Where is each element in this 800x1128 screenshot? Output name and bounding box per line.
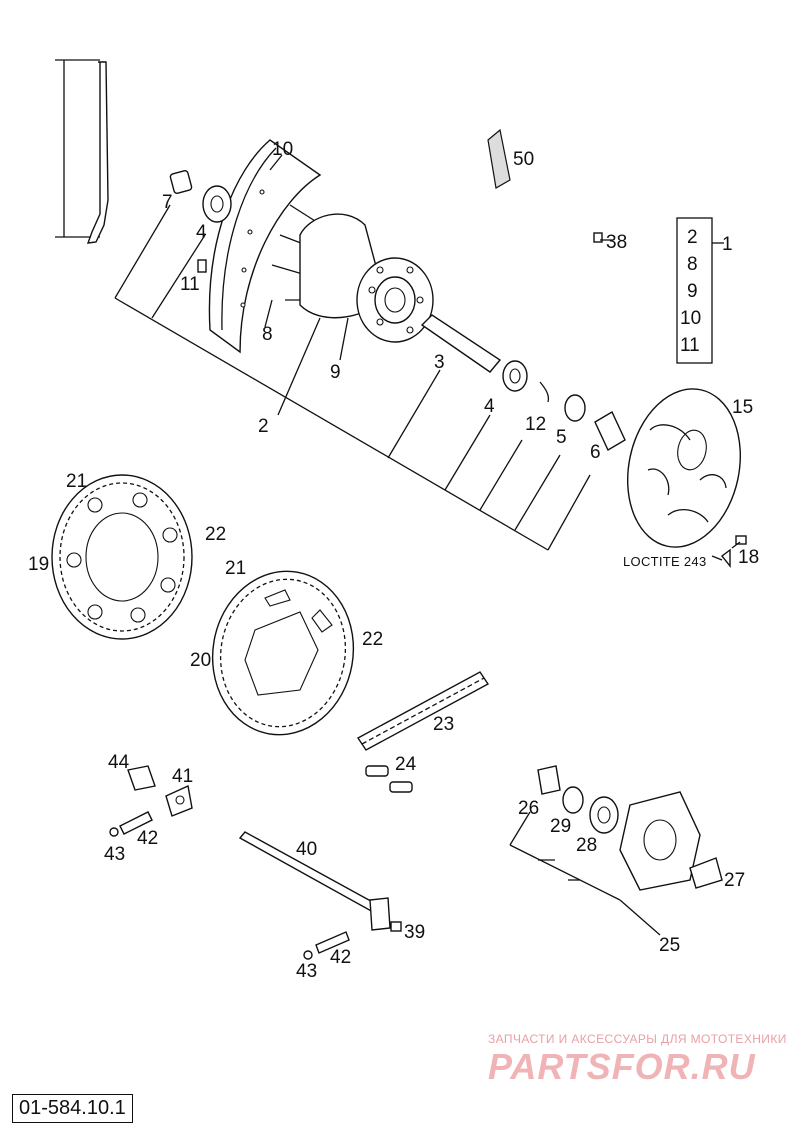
diagram-reference-number: 01-584.10.1 — [12, 1094, 133, 1123]
part-label: 29 — [550, 816, 571, 837]
part-label: 42 — [137, 828, 158, 849]
part-label: 8 — [262, 324, 273, 345]
part-label: 41 — [172, 766, 193, 787]
spoke-drawing — [55, 59, 109, 244]
part-label: 6 — [590, 442, 601, 463]
part-label: 25 — [659, 935, 680, 956]
sprocket-19 — [51, 474, 193, 640]
kit-item: 8 — [687, 254, 698, 275]
top-row-small-parts — [169, 128, 626, 451]
part-label: 5 — [556, 427, 567, 448]
loctite-note: LOCTITE 243 — [623, 554, 707, 569]
brake-disc — [626, 388, 747, 568]
part-label: 23 — [433, 714, 454, 735]
kit-item: 2 — [687, 227, 698, 248]
part-label: 11 — [180, 274, 200, 295]
part-label: 43 — [296, 961, 317, 982]
part-label: 4 — [484, 396, 495, 417]
part-label: 24 — [395, 754, 417, 775]
part-label: 19 — [28, 554, 49, 575]
part-label: 21 — [66, 471, 87, 492]
part-label: 9 — [330, 362, 341, 383]
part-labels: 10 50 7 4 38 1 11 8 9 3 4 15 12 2 5 6 21… — [28, 139, 759, 982]
part-label: 3 — [434, 352, 445, 373]
part-label: 38 — [606, 232, 627, 253]
part-label: 2 — [258, 416, 269, 437]
part-label: 4 — [196, 222, 207, 243]
part-label: 22 — [362, 629, 383, 650]
part-label: 20 — [190, 650, 211, 671]
part-label: 28 — [576, 835, 597, 856]
watermark-tagline: ЗАПЧАСТИ И АКСЕССУАРЫ ДЛЯ МОТОТЕХНИКИ — [488, 1032, 787, 1046]
axle-40 — [238, 831, 402, 932]
kit-box: 2 8 9 10 11 — [676, 217, 724, 364]
part-label: 44 — [108, 752, 130, 773]
part-label: 1 — [722, 234, 733, 255]
part-label: 50 — [513, 149, 534, 170]
part-label: 26 — [518, 798, 539, 819]
part-label: 15 — [732, 397, 753, 418]
kit-item: 10 — [680, 308, 701, 329]
kit-item: 11 — [680, 335, 700, 356]
part-label: 42 — [330, 947, 351, 968]
part-label: 7 — [162, 192, 173, 213]
sprocket-20 — [211, 570, 355, 736]
watermark-brand: PARTSFOR.RU — [488, 1046, 756, 1087]
part-label: 43 — [104, 844, 125, 865]
part-label: 27 — [724, 870, 745, 891]
part-label: 40 — [296, 839, 317, 860]
part-label: 21 — [225, 558, 246, 579]
leader-lines — [114, 154, 741, 936]
sprocket-carrier — [537, 765, 723, 891]
wheel-hub — [299, 213, 434, 343]
chain — [356, 671, 490, 793]
chain-adjuster-parts — [109, 765, 350, 960]
part-label: 12 — [525, 414, 546, 435]
part-label: 39 — [404, 922, 425, 943]
kit-item: 9 — [687, 281, 698, 302]
part-label: 18 — [738, 547, 759, 568]
part-label: 22 — [205, 524, 226, 545]
part-label: 10 — [272, 139, 293, 160]
